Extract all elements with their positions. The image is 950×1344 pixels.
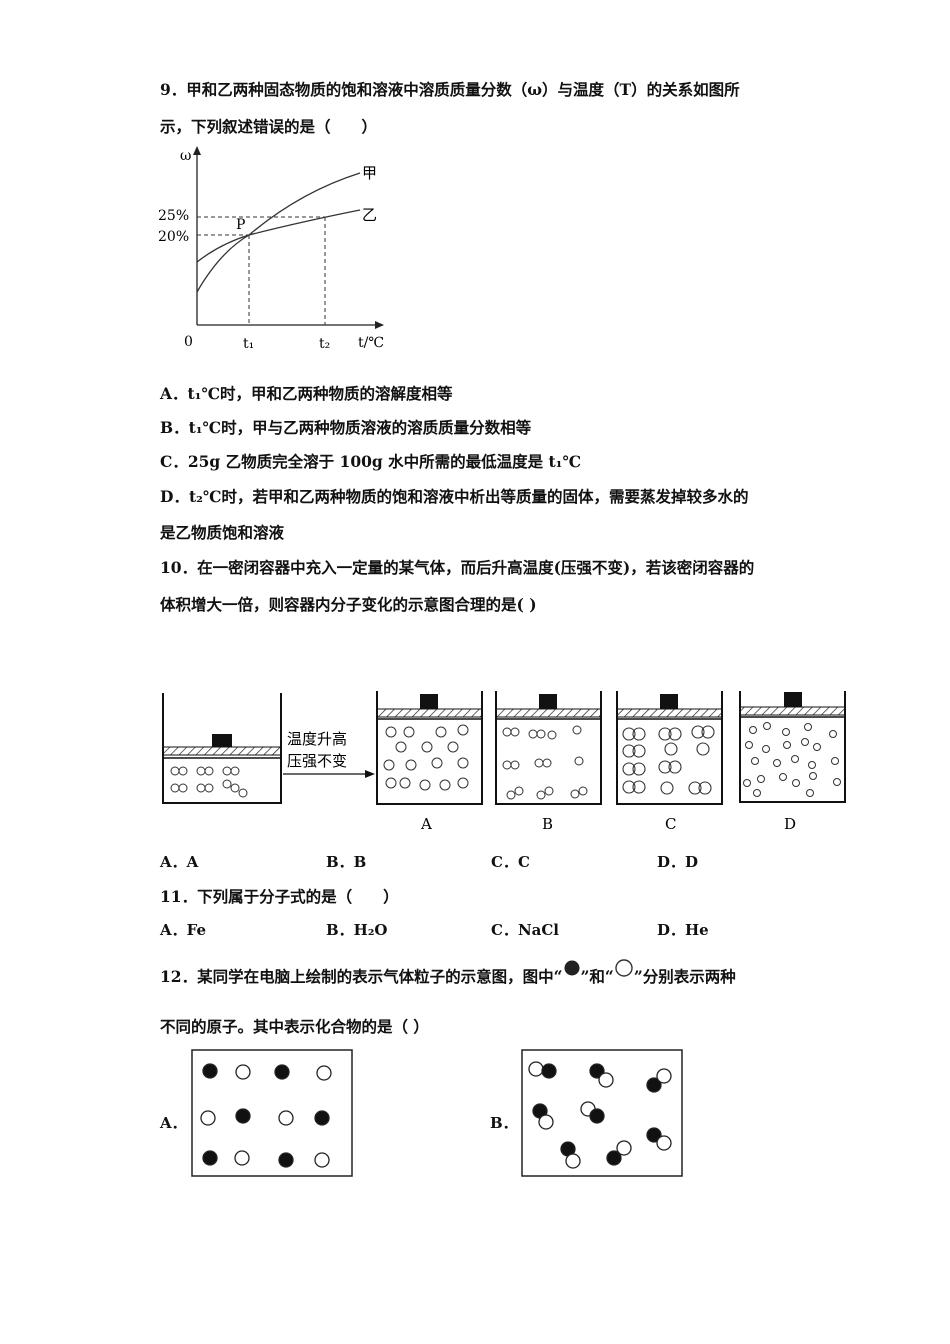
q12-stem-part1: 12．某同学在电脑上绘制的表示气体粒子的示意图，图中“ xyxy=(160,967,563,986)
q10-stem-line1: 10．在一密闭容器中充入一定量的某气体，而后升高温度(压强不变)，若该密闭容器的 xyxy=(160,558,755,577)
y-tick-25: 25% xyxy=(158,208,189,224)
series-yi-label: 乙 xyxy=(362,206,377,224)
point-p-label: P xyxy=(236,217,245,233)
q12-stem-line1: 12．某同学在电脑上绘制的表示气体粒子的示意图，图中“ ”和“ ”分别表示两种 xyxy=(160,959,736,987)
q9-option-c: C．25g 乙物质完全溶于 100g 水中所需的最低温度是 t₁℃ xyxy=(160,452,582,471)
panel-d xyxy=(739,691,846,803)
q11-option-b: B．H₂O xyxy=(326,921,388,939)
panel-c xyxy=(616,691,723,805)
q12-option-a-diagram xyxy=(191,1049,353,1177)
arrow-text-pressure: 压强不变 xyxy=(287,752,347,770)
q11-option-c: C．NaCl xyxy=(491,921,560,939)
q12-option-b-diagram xyxy=(521,1049,683,1177)
q12-option-a-label: A． xyxy=(160,1114,187,1132)
panel-label-a: A xyxy=(420,815,432,833)
arrow-text-temperature: 温度升高 xyxy=(287,730,347,748)
q10-option-c: C．C xyxy=(491,853,530,871)
x-tick-t2: t₂ xyxy=(319,336,330,352)
y-tick-20: 20% xyxy=(158,229,189,245)
q12-stem-line2: 不同的原子。其中表示化合物的是（ ） xyxy=(160,1017,429,1036)
y-axis-label: ω xyxy=(180,148,191,164)
q9-option-a: A．t₁℃时，甲和乙两种物质的溶解度相等 xyxy=(160,384,453,403)
origin-label: 0 xyxy=(184,334,193,350)
q11-option-d: D．He xyxy=(657,921,709,939)
q9-stem-line1: 9．甲和乙两种固态物质的饱和溶液中溶质质量分数（ω）与温度（T）的关系如图所 xyxy=(160,80,740,99)
q9-stem-line2: 示，下列叙述错误的是（ ） xyxy=(160,117,378,136)
x-tick-t1: t₁ xyxy=(243,336,254,352)
series-jia-curve xyxy=(196,172,361,293)
series-yi-curve xyxy=(196,209,361,263)
q9-option-d-line2: 是乙物质饱和溶液 xyxy=(160,523,285,542)
q12-stem-part2: ”和“ xyxy=(580,967,614,986)
initial-container xyxy=(162,693,282,804)
q9-option-d-line1: D．t₂℃时，若甲和乙两种物质的饱和溶液中析出等质量的固体，需要蒸发掉较多水的 xyxy=(160,487,749,506)
q11-option-a: A．Fe xyxy=(160,921,207,939)
panel-label-c: C xyxy=(665,815,676,833)
q10-option-b: B．B xyxy=(326,853,367,871)
q11-stem: 11．下列属于分子式的是（ ） xyxy=(160,887,399,906)
hollow-atom-icon xyxy=(615,959,633,977)
q9-option-b: B．t₁℃时，甲与乙两种物质溶液的溶质质量分数相等 xyxy=(160,418,532,437)
x-axis-label: t/℃ xyxy=(358,335,384,351)
q12-stem-part3: ”分别表示两种 xyxy=(633,967,736,986)
q12-option-b-label: B． xyxy=(490,1114,518,1132)
q10-option-d: D．D xyxy=(657,853,699,871)
q10-container-diagram: 温度升高 压强不变 xyxy=(162,691,846,833)
series-jia-label: 甲 xyxy=(362,164,377,182)
q10-stem-line2: 体积增大一倍，则容器内分子变化的示意图合理的是( ) xyxy=(160,595,537,614)
panel-label-b: B xyxy=(542,815,553,833)
panel-b xyxy=(495,691,602,805)
filled-atom-icon xyxy=(564,960,579,976)
q10-option-a: A．A xyxy=(160,853,199,871)
panel-a xyxy=(376,691,483,805)
panel-label-d: D xyxy=(784,815,796,833)
q9-solubility-graph: ω 25% 20% P 甲 乙 0 t₁ t₂ t/℃ xyxy=(158,146,384,352)
